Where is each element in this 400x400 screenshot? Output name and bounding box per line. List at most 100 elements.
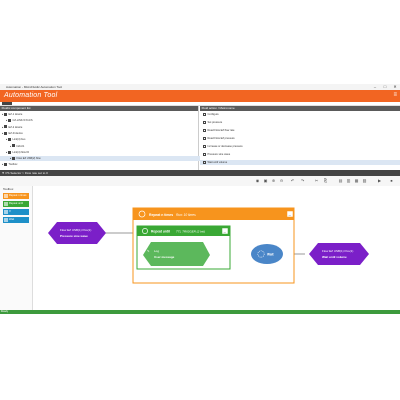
toolbar-button[interactable]: ▶ <box>377 178 382 183</box>
repeat-until-header[interactable] <box>137 226 230 236</box>
hamburger-menu-icon[interactable]: ≡ <box>393 92 397 98</box>
tree-item[interactable]: ▸ EZ-2 device <box>0 125 22 130</box>
start-block-title: Flow EZ USB(1) Pos(1) <box>60 228 91 232</box>
toolbar-button[interactable]: ▥ <box>346 178 351 183</box>
toolbar-button[interactable]: ⏹ <box>390 178 393 183</box>
app-title: Automation Tool <box>4 92 58 99</box>
action-item[interactable]: Wait until volume <box>200 160 400 165</box>
action-item[interactable]: Configure <box>200 112 400 117</box>
repeat-until-icon <box>142 228 148 234</box>
log-block-detail: User message <box>154 255 175 259</box>
action-item-label: Set pressure <box>207 121 223 124</box>
tree-item[interactable]: ▸ CZ-LINK-5 Poz/S <box>0 118 33 123</box>
expand-arrow-icon[interactable]: ▸ <box>6 150 9 154</box>
action-icon <box>203 160 206 164</box>
device-icon <box>4 112 8 116</box>
action-item[interactable]: Read Flow EZ flow rate <box>200 128 400 133</box>
tree-item[interactable]: ▸ Link(4) bus <box>0 137 25 142</box>
toolbox-item[interactable]: Wait <box>3 217 29 223</box>
repeat-until-detail: TTL TRIGGER (2 lnk) <box>176 230 205 234</box>
expand-arrow-icon[interactable]: ▸ <box>10 157 13 161</box>
repeat-collapse-glyph: – <box>289 212 292 217</box>
tree-item[interactable]: ▸ EZ-D device <box>0 131 23 136</box>
tree-item-label: bidi-01 <box>16 144 25 148</box>
expand-arrow-icon[interactable]: ▸ <box>2 125 5 129</box>
end-block-subtitle: Wait until volume <box>322 255 347 259</box>
toolbar-button[interactable]: ▦ <box>354 178 359 183</box>
sub-strip <box>0 102 400 106</box>
tree-item[interactable]: ▸ bidi-01 <box>0 144 24 149</box>
device-icon <box>8 150 12 154</box>
tree-item-label: EZ-D device <box>8 131 23 135</box>
expand-arrow-icon[interactable]: ▸ <box>6 138 9 142</box>
path-text: PS Selector > Flow rate set to 0 <box>5 171 48 175</box>
minimize-button[interactable]: – <box>373 84 377 89</box>
toolbox-item-icon <box>4 194 8 198</box>
tree-item[interactable]: ▸ EZ-1 device <box>0 112 22 117</box>
action-item-label: Read Flow EZ pressure <box>207 137 235 140</box>
repeat-until-label: Repeat until <box>151 230 170 234</box>
wait-block-label: Wait <box>267 253 275 257</box>
toolbox-item-icon <box>4 210 8 214</box>
action-icon <box>203 128 206 132</box>
log-block[interactable] <box>143 242 210 266</box>
action-item[interactable]: Read Flow EZ pressure <box>200 136 400 141</box>
tree-item-label: Link(4) flow ID <box>12 150 30 154</box>
toolbar-button[interactable]: ✂ <box>314 178 319 183</box>
toolbar-button[interactable]: ↷ <box>300 178 305 183</box>
expand-arrow-icon[interactable]: ▸ <box>2 131 5 135</box>
close-button[interactable]: ✕ <box>393 84 397 89</box>
toolbar-button[interactable]: ▧ <box>362 178 367 183</box>
toolbox-item[interactable]: Repeat until <box>3 201 29 207</box>
strip-tab[interactable] <box>2 102 12 105</box>
tree-item-label: CZ-LINK-5 Poz/S <box>12 119 33 123</box>
collapse-icon[interactable]: ▼ <box>1 171 5 175</box>
expand-arrow-icon[interactable]: ▸ <box>10 144 13 148</box>
toolbox-item-label: Repeat until <box>9 202 23 205</box>
component-panel: Fluidic component list ▸ EZ-1 device▸ CZ… <box>0 106 208 170</box>
tree-item[interactable]: ▸ Flow EZ USB(2) flow <box>0 156 208 162</box>
toolbox-item[interactable]: If <box>3 209 29 215</box>
action-icon <box>203 136 206 140</box>
device-icon <box>4 131 8 135</box>
path-bar: ▼ PS Selector > Flow rate set to 0 <box>0 170 400 176</box>
toolbar-button[interactable]: ▣ <box>263 178 268 183</box>
toolbox-item[interactable]: Repeat n times <box>3 193 29 199</box>
toolbar-button[interactable]: ⎘ <box>323 178 328 183</box>
device-icon <box>4 163 8 167</box>
end-action-block[interactable] <box>309 243 369 265</box>
action-item[interactable]: Increase or decrease pressure <box>200 144 400 149</box>
action-panel-header: Fluid action / Metronome <box>200 106 400 111</box>
toolbar-button[interactable]: ↶ <box>290 178 295 183</box>
tree-item-label: EZ-1 device <box>8 113 23 116</box>
blank-area <box>0 314 400 400</box>
action-item[interactable]: Set pressure <box>200 120 400 125</box>
expand-arrow-icon[interactable]: ▸ <box>2 163 5 167</box>
start-action-block[interactable] <box>48 222 106 244</box>
expand-arrow-icon[interactable]: ▸ <box>6 119 9 123</box>
tree-item-label: EZ-2 device <box>8 125 23 129</box>
action-item-label: Pressure sine wave <box>207 153 231 156</box>
repeat-until-collapse-button[interactable] <box>221 227 229 235</box>
action-item-label: Increase or decrease pressure <box>207 145 243 148</box>
toolbar-button[interactable]: ⊖ <box>279 178 284 183</box>
repeat-collapse-button[interactable] <box>286 210 294 218</box>
device-icon <box>12 144 16 148</box>
flow-canvas[interactable]: Flow EZ USB(1) Pos(1) Pressure sine wave… <box>33 186 400 310</box>
repeat-n-times-label: Repeat n times <box>149 213 173 217</box>
repeat-n-times-header[interactable] <box>133 208 294 220</box>
toolbar-button[interactable]: ◉ <box>255 178 260 183</box>
status-bar: Ready <box>0 310 400 314</box>
tree-item[interactable]: ▸ Toolbox <box>0 162 17 167</box>
toolbar-button[interactable]: ▤ <box>338 178 343 183</box>
maximize-button[interactable]: □ <box>383 84 387 89</box>
wait-block[interactable] <box>251 244 283 264</box>
toolbox-item-icon <box>4 218 8 222</box>
tree-item[interactable]: ▸ Link(4) flow ID <box>0 150 29 155</box>
toolbar-button[interactable]: ⊕ <box>271 178 276 183</box>
action-item[interactable]: Pressure sine wave <box>200 152 400 157</box>
expand-arrow-icon[interactable]: ▸ <box>2 113 5 116</box>
device-icon <box>8 119 12 123</box>
action-item-label: Configure <box>207 113 219 116</box>
